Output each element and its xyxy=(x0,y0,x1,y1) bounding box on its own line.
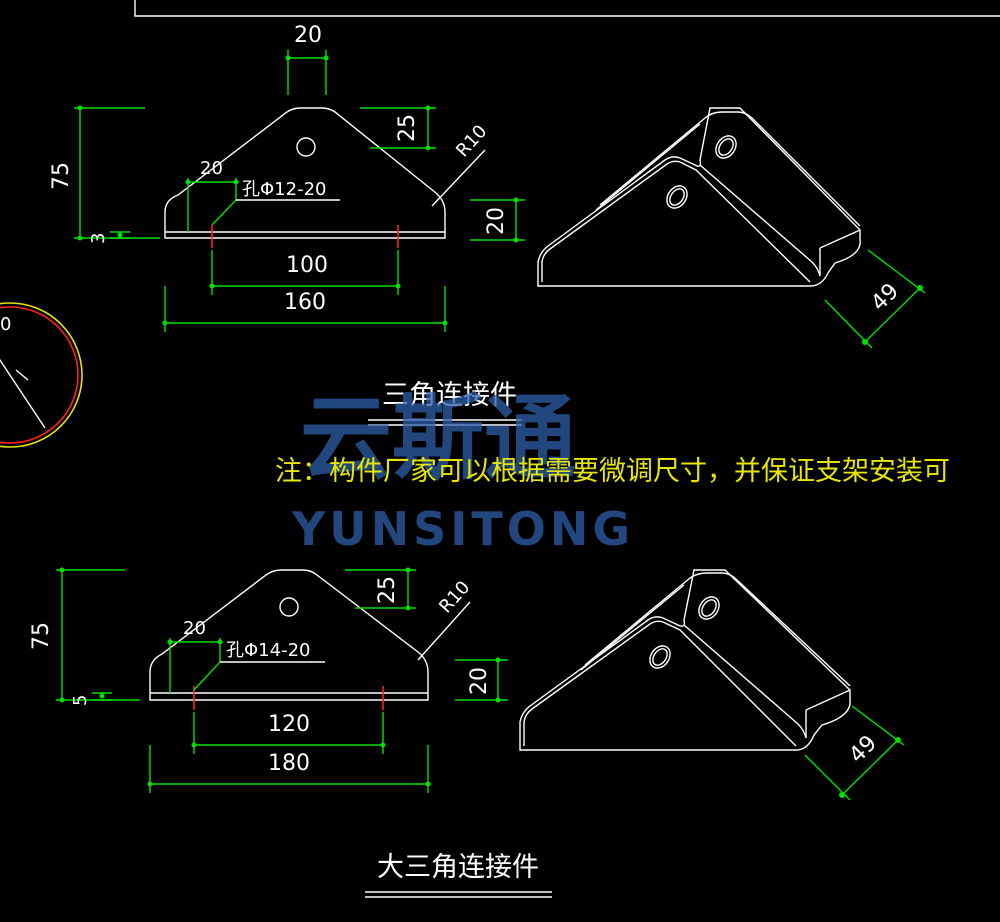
part1-front-view: 20 75 3 25 R10 20 20 孔Φ12- xyxy=(49,23,525,332)
part1-dim-thick: 3 xyxy=(88,233,109,244)
part1-dim-iso-width: 49 xyxy=(867,279,904,316)
part2-dim-height: 75 xyxy=(29,622,54,650)
left-fragment-label: 0 xyxy=(0,314,11,335)
part1-dim-side: 20 xyxy=(200,158,223,179)
part2-dim-edge: 20 xyxy=(467,667,492,695)
part2-plate-outline xyxy=(149,569,429,701)
left-circle-fragment: 0 xyxy=(0,302,83,448)
part1-top-hole xyxy=(296,137,316,157)
part2-front-view: 75 5 25 R10 20 20 孔Φ14-20 xyxy=(29,567,508,793)
part1-hole-label: 孔Φ12-20 xyxy=(242,179,326,200)
part1-dim-edge: 20 xyxy=(484,207,509,235)
part2-dim-length: 180 xyxy=(268,751,310,776)
part2-dim-side: 20 xyxy=(183,618,206,639)
part2-iso-view: 49 xyxy=(519,569,905,801)
part1-iso-view: 49 xyxy=(537,107,926,349)
part1-dim-radius: R10 xyxy=(452,121,491,161)
watermark-logo-en: YUNSITONG xyxy=(291,502,634,556)
part2-dim-thick: 5 xyxy=(70,695,91,706)
watermark-logo-cn: 云斯通 xyxy=(300,385,576,492)
part2-hole-label: 孔Φ14-20 xyxy=(226,640,310,661)
drawing-frame-border xyxy=(134,0,1000,17)
part2-dim-hole-spacing: 120 xyxy=(268,712,310,737)
part2-dim-hole-offset: 25 xyxy=(375,576,400,604)
part2-dim-radius: R10 xyxy=(435,577,474,617)
part1-dim-hole-spacing: 100 xyxy=(286,253,328,278)
part1-dim-height: 75 xyxy=(49,162,74,190)
part2-top-hole xyxy=(279,597,299,617)
construction-note: 注：构件厂家可以根据需要微调尺寸，并保证支架安装可 xyxy=(275,456,950,487)
part2-dim-iso-width: 49 xyxy=(845,731,882,768)
part1-dim-length: 160 xyxy=(284,290,326,315)
part1-title: 三角连接件 xyxy=(382,380,517,411)
part1-plate-outline xyxy=(164,107,446,239)
part1-dim-hole-offset: 25 xyxy=(395,114,420,142)
part1-dim-top: 20 xyxy=(294,23,322,48)
part2-title: 大三角连接件 xyxy=(377,852,539,883)
